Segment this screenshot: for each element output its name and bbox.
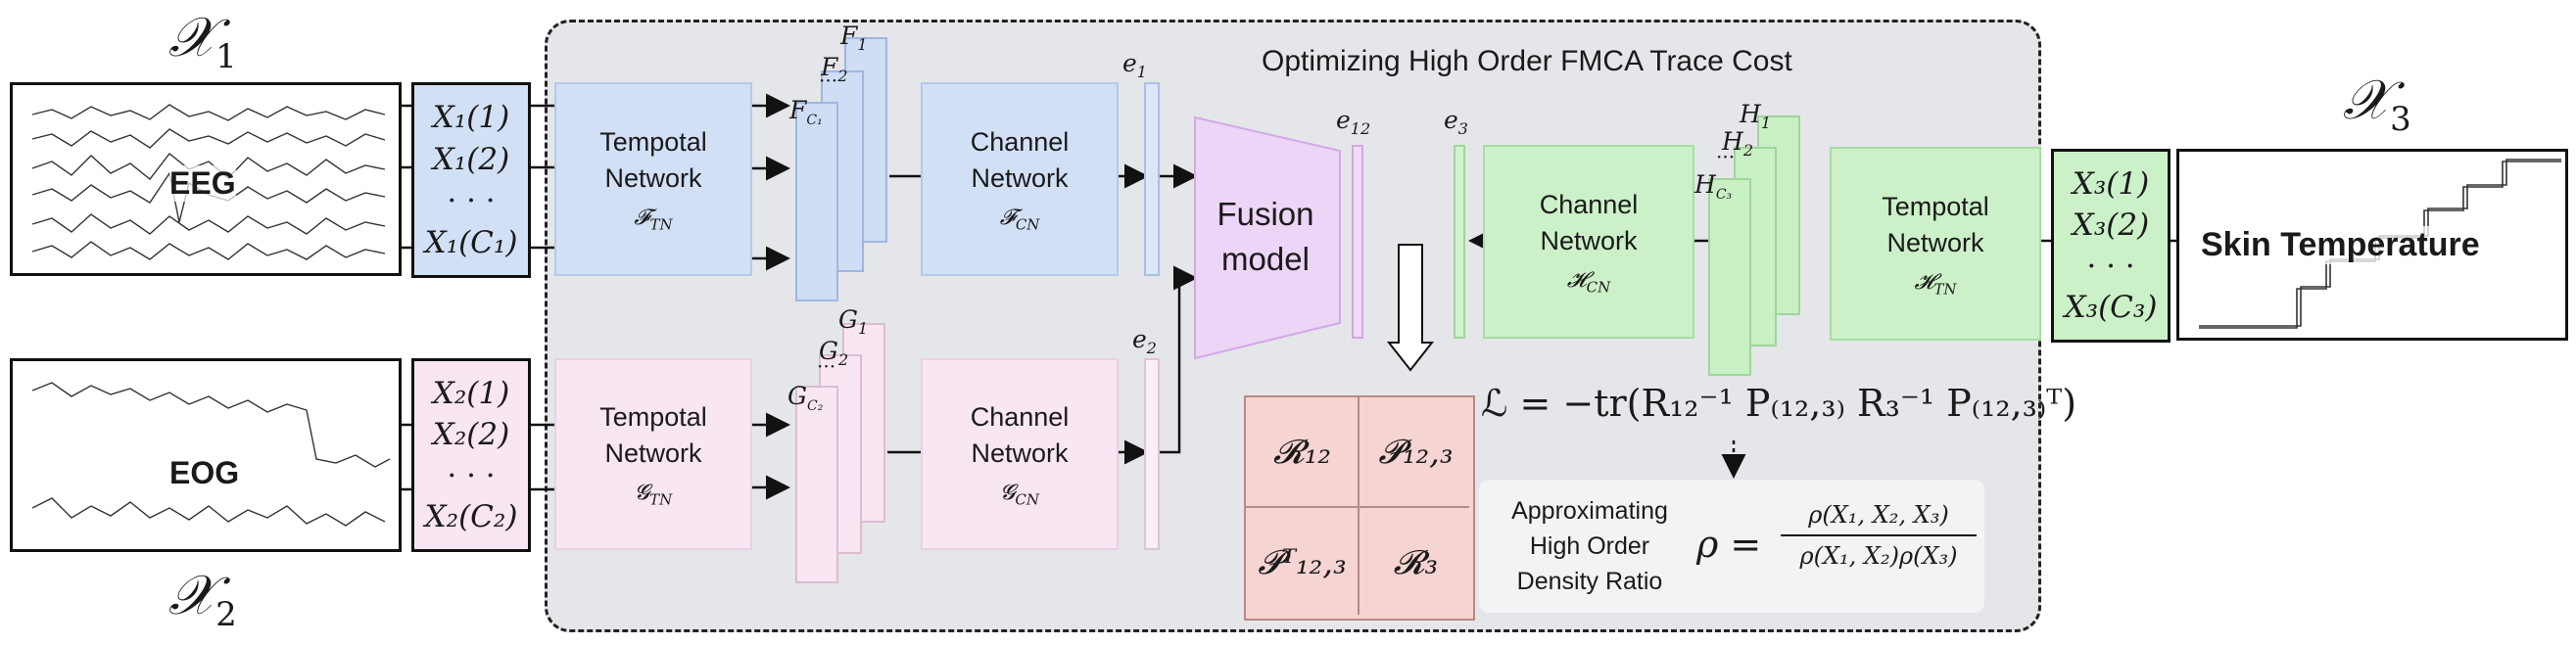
skin-channel-c3: X₃(C₃) [2064, 290, 2158, 325]
skin-temporal-title1: Tempotal [1882, 192, 1989, 222]
covariance-matrix: 𝓡₁₂ 𝓟₁₂,₃ 𝓟ᵀ₁₂,₃ 𝓡₃ [1244, 395, 1475, 621]
eog-channels: X₂(1) X₂(2) · · · X₂(C₂) [411, 358, 531, 552]
skin-channels: X₃(1) X₃(2) · · · X₃(C₃) [2051, 149, 2171, 343]
eog-feature-g2-label: G2 [819, 337, 849, 369]
fusion-model: Fusion model [1197, 192, 1334, 282]
skin-feature-h1-label: H1 [1740, 100, 1771, 132]
trace-loss-formula: ℒ = −tr(R₁₂⁻¹ P₍₁₂,₃₎ R₃⁻¹ P₍₁₂,₃₎ᵀ) [1481, 382, 2077, 425]
skin-channel-dots: · · · [2086, 249, 2135, 284]
fraction-bar [1781, 534, 1977, 536]
fusion-title2: model [1221, 241, 1310, 277]
eog-channel-title1: Channel [970, 402, 1070, 433]
skin-channel-title1: Channel [1539, 190, 1639, 220]
eeg-channel-title1: Channel [970, 127, 1070, 158]
skin-signal-plot: Skin Temperature [2176, 149, 2568, 341]
eeg-channels: X₁(1) X₁(2) · · · X₁(C₁) [411, 82, 531, 278]
eeg-channel-title2: Network [971, 163, 1069, 194]
density-numerator: ρ(X₁, X₂, X₃) [1808, 501, 1949, 529]
eeg-feature-f1-label: F1 [840, 22, 868, 54]
eog-channel-title2: Network [971, 438, 1069, 469]
eog-feature-dots: ··· [817, 354, 836, 378]
embedding-e3-label: e3 [1444, 106, 1468, 138]
density-label-3: Density Ratio [1516, 568, 1663, 595]
embedding-e2 [1144, 358, 1160, 550]
eog-channel-network: Channel Network 𝓖CN [921, 358, 1119, 550]
eog-signal-plot: EOG [10, 358, 402, 552]
matrix-r12: 𝓡₁₂ [1272, 433, 1332, 472]
skin-channel-title2: Network [1540, 226, 1638, 256]
density-ratio-box: Approximating High Order Density Ratio ρ… [1479, 480, 1984, 613]
panel-title: Optimizing High Order FMCA Trace Cost [1262, 45, 1792, 77]
matrix-p12-3: 𝓟₁₂,₃ [1378, 433, 1454, 472]
skin-set-label: 𝒳3 [2343, 69, 2411, 140]
skin-temporal-network: Tempotal Network 𝓗TN [1830, 147, 2041, 341]
matrix-r3: 𝓡₃ [1393, 543, 1439, 582]
eog-label: EOG [169, 455, 240, 491]
eog-temporal-title1: Tempotal [599, 402, 707, 433]
skin-temporal-title2: Network [1886, 228, 1984, 258]
embedding-e2-label: e2 [1132, 325, 1157, 357]
skin-feature-h2-label: H2 [1722, 127, 1753, 160]
eog-set-label: 𝒳2 [168, 564, 237, 635]
eeg-channel-dots: · · · [447, 183, 496, 219]
eog-temporal-title2: Network [604, 438, 702, 469]
eeg-feature-f2-label: F2 [821, 53, 848, 85]
matrix-p12-3-transpose: 𝓟ᵀ₁₂,₃ [1258, 543, 1347, 582]
density-label-1: Approximating [1511, 497, 1668, 525]
eog-channel-2: X₂(2) [432, 417, 510, 452]
embedding-e1-label: e1 [1122, 49, 1147, 81]
eeg-channel-network: Channel Network 𝓕CN [921, 82, 1119, 276]
fusion-title1: Fusion [1216, 196, 1314, 232]
eog-temporal-network: Tempotal Network 𝓖TN [554, 358, 752, 550]
eeg-temporal-network: Tempotal Network 𝓕TN [554, 82, 752, 276]
embedding-e1 [1144, 82, 1160, 276]
embedding-e3 [1454, 145, 1465, 339]
skin-label: Skin Temperature [2201, 226, 2480, 264]
skin-feature-dots: ··· [1716, 145, 1736, 168]
eog-channel-1: X₂(1) [432, 376, 510, 411]
eog-channel-c2: X₂(C₂) [424, 499, 518, 534]
eog-feature-gc-label: GC₂ [787, 382, 824, 414]
eeg-set-label: 𝒳1 [168, 6, 237, 77]
eeg-temporal-title1: Tempotal [599, 127, 707, 158]
rho-symbol: ρ = [1696, 523, 1762, 566]
eog-feature-gc [795, 386, 838, 583]
embedding-e12 [1352, 145, 1363, 339]
skin-feature-hc-label: HC₃ [1694, 170, 1733, 203]
eeg-channel-1: X₁(1) [432, 100, 510, 136]
fusion-model-shape [1194, 115, 1341, 360]
eog-feature-g1-label: G1 [838, 305, 869, 338]
eeg-channel-c1: X₁(C₁) [424, 224, 518, 260]
eeg-feature-dots: ··· [819, 69, 838, 92]
eeg-channel-2: X₁(2) [432, 141, 510, 177]
eeg-signal-plot: EEG [10, 82, 402, 276]
skin-channel-2: X₃(2) [2072, 208, 2150, 243]
eeg-temporal-title2: Network [604, 163, 702, 194]
embedding-e12-label: e12 [1336, 106, 1371, 138]
skin-channel-network: Channel Network 𝓗CN [1483, 145, 1694, 339]
skin-feature-hc [1708, 178, 1751, 376]
density-label-2: High Order [1529, 532, 1650, 560]
eeg-feature-fc [795, 102, 838, 301]
eeg-feature-fc-label: FC₁ [789, 96, 823, 128]
eog-channel-dots: · · · [447, 458, 496, 493]
eeg-label: EEG [169, 165, 236, 202]
density-denominator: ρ(X₁, X₂)ρ(X₃) [1799, 542, 1958, 570]
skin-channel-1: X₃(1) [2072, 166, 2150, 202]
